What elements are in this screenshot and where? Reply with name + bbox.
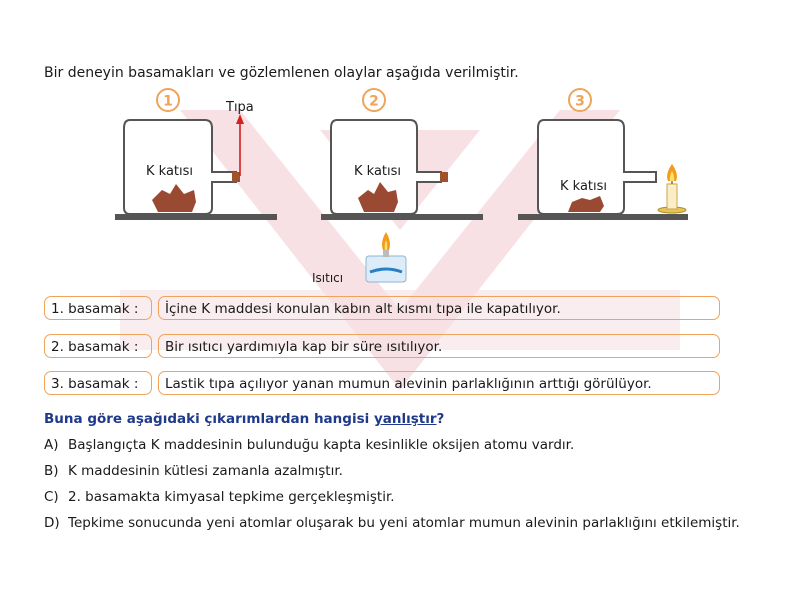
step-label-2: 2. basamak : <box>44 334 152 358</box>
step-label-1: 1. basamak : <box>44 296 152 320</box>
question-suffix: ? <box>436 411 445 427</box>
step-number-circle-3 <box>568 88 592 112</box>
platform-1 <box>115 214 277 220</box>
option-text: Tepkime sonucunda yeni atomlar oluşarak … <box>68 515 740 531</box>
step-number-2: 2 <box>369 94 379 110</box>
stopper-1 <box>232 172 240 182</box>
option-a[interactable]: A) Başlangıçta K maddesinin bulunduğu kap… <box>44 437 574 453</box>
option-text: Başlangıçta K maddesinin bulunduğu kapta… <box>68 437 575 453</box>
question-emphasis: yanlıştır <box>373 411 437 427</box>
step-label-3: 3. basamak : <box>44 371 152 395</box>
step-text-3: Lastik tıpa açılıyor yanan mumun alevini… <box>158 371 720 395</box>
heater-label: Isıtıcı <box>312 271 343 285</box>
candle-icon <box>657 164 687 214</box>
option-text: 2. basamakta kimyasal tepkime gerçekleşm… <box>68 489 395 505</box>
option-b[interactable]: B) K maddesinin kütlesi zamanla azalmıştı… <box>44 463 343 479</box>
solid-label-1: K katısı <box>146 164 193 179</box>
container-2 <box>330 119 442 215</box>
step-3-setup: 3 K katısı <box>518 88 688 220</box>
option-text: K maddesinin kütlesi zamanla azalmıştır. <box>68 463 343 479</box>
solid-label-2: K katısı <box>354 164 401 179</box>
step-number-circle-1 <box>156 88 180 112</box>
solid-k-3 <box>568 196 604 212</box>
option-letter: D) <box>44 515 60 531</box>
option-c[interactable]: C) 2. basamakta kimyasal tepkime gerçekle… <box>44 489 395 505</box>
option-d[interactable]: D) Tepkime sonucunda yeni atomlar oluşara… <box>44 515 740 531</box>
step-number-3: 3 <box>575 94 585 110</box>
step-number-circle-2 <box>362 88 386 112</box>
platform-2 <box>321 214 483 220</box>
question-prefix: Buna göre aşağıdaki çıkarımlardan hangis… <box>44 411 374 427</box>
step-text-2: Bir ısıtıcı yardımıyla kap bir süre ısıt… <box>158 334 720 358</box>
step-2-setup: 2 K katısı Isıtıcı <box>312 88 483 285</box>
option-letter: A) <box>44 437 59 453</box>
tipa-label: Tıpa <box>225 100 254 115</box>
platform-3 <box>518 214 688 220</box>
container-3 <box>537 119 657 215</box>
stopper-2 <box>440 172 448 182</box>
solid-label-3: K katısı <box>560 179 607 194</box>
intro-text: Bir deneyin basamakları ve gözlemlenen o… <box>44 65 519 81</box>
question-text: Buna göre aşağıdaki çıkarımlardan hangis… <box>44 411 444 427</box>
experiment-diagram: 1 Tıpa K katısı 2 K katısı Isıtıcı 3 <box>115 88 688 285</box>
step-number-1: 1 <box>163 94 173 110</box>
solid-k-2 <box>358 182 398 212</box>
option-letter: B) <box>44 463 59 479</box>
step-text-1: İçine K maddesi konulan kabın alt kısmı … <box>158 296 720 320</box>
heater-icon <box>365 232 407 283</box>
container-1 <box>123 119 237 215</box>
solid-k-1 <box>152 184 196 212</box>
step-1-setup: 1 Tıpa K katısı <box>115 88 277 220</box>
option-letter: C) <box>44 489 59 505</box>
tipa-arrow-head <box>236 114 244 124</box>
